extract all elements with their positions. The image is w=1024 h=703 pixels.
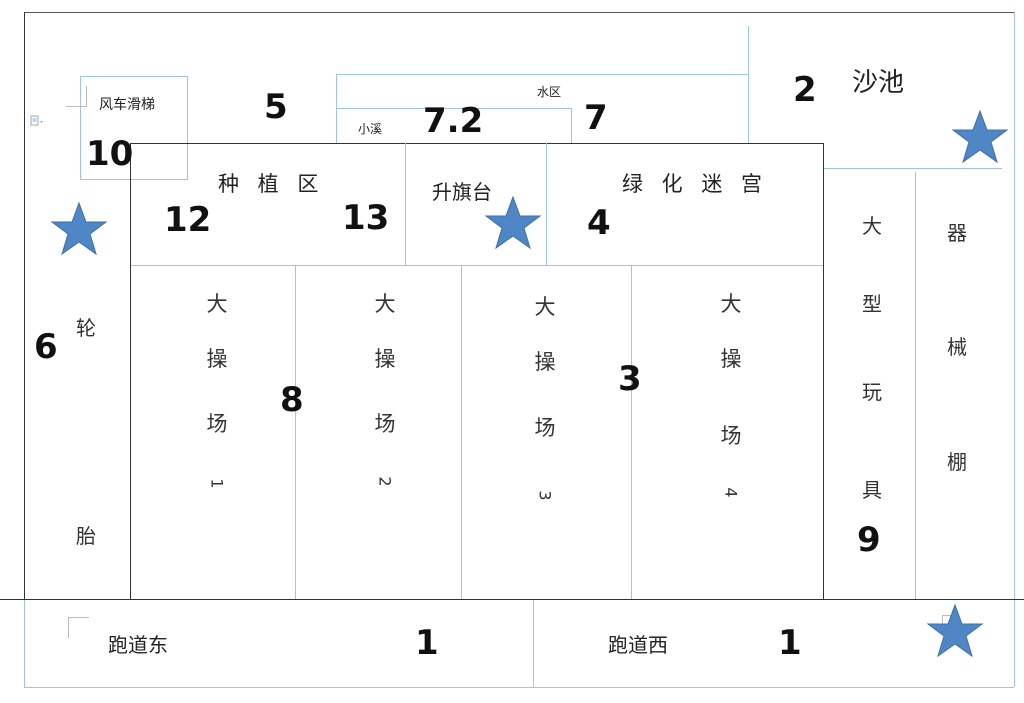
sandpit-label: 沙池 [852,68,905,98]
playground-divider-2 [461,265,462,600]
playground-1-number: 1 [197,470,237,494]
sandpit-left-border [748,26,749,144]
marker-13: 13 [342,198,390,238]
playground-1-char-1: 大 [206,292,228,316]
marker-10: 10 [86,134,134,174]
marker-2: 2 [793,70,817,110]
playground-4-char-3: 场 [720,424,742,448]
marker-12: 12 [164,200,212,240]
corner-mark-track-right [942,615,957,630]
water-area-left [336,74,337,144]
flag-platform-label: 升旗台 [432,180,492,204]
outer-top-border [24,12,1014,13]
playground-1-char-2: 操 [206,347,228,371]
track-top-border [0,599,1024,600]
tire-char-2: 胎 [76,524,96,548]
track-left-border [24,600,25,687]
tire-char-1: 轮 [76,316,96,340]
marker-5: 5 [264,87,288,127]
playground-2-number: 2 [365,468,405,492]
corner-mark-track [68,617,89,638]
playground-2-char-1: 大 [374,292,396,316]
playground-2-char-2: 操 [374,347,396,371]
star-icon [484,195,542,250]
big-toys-char-1: 大 [862,214,882,238]
marker-1-west: 1 [778,623,802,663]
big-toys-char-3: 玩 [862,380,882,404]
water-area-label: 水区 [537,85,562,99]
marker-3: 3 [618,359,642,399]
equipment-shed-char-3: 棚 [947,450,967,474]
playground-2-char-3: 场 [374,412,396,436]
track-divider [533,600,534,687]
document-icon [30,112,44,126]
playground-4-char-1: 大 [720,292,742,316]
green-maze-label: 绿 化 迷 宫 [622,172,769,196]
playground-4-number: 4 [711,479,751,503]
big-toys-char-4: 具 [862,478,882,502]
star-icon [926,603,984,658]
star-icon [50,201,108,256]
stream-right [571,108,572,144]
playground-4-char-2: 操 [720,347,742,371]
water-area-mid [336,108,572,109]
track-bottom-border [24,687,1014,688]
playground-3-char-1: 大 [534,295,556,319]
playground-divider-3 [631,265,632,600]
playground-3-number: 3 [525,482,565,506]
upper-zone-divider [131,265,823,266]
toy-shed-divider [915,172,916,600]
windmill-slide-label: 风车滑梯 [99,97,155,113]
marker-1-east: 1 [415,623,439,663]
stream-label: 小溪 [358,122,383,136]
playground-3-number-text: 3 [535,490,555,501]
marker-6: 6 [34,327,58,367]
sandpit-bottom-border [824,168,1002,169]
corner-mark [66,86,87,107]
playground-divider-1 [295,265,296,600]
planting-flag-divider [405,143,406,265]
track-east-label: 跑道东 [108,633,168,657]
playground-3-char-3: 场 [534,416,556,440]
big-toys-char-2: 型 [862,292,882,316]
flag-maze-divider [546,143,547,265]
track-right-border [1014,600,1015,687]
outer-left-border [24,12,25,600]
marker-4: 4 [587,203,611,243]
marker-7: 7 [584,98,608,138]
track-west-label: 跑道西 [608,633,668,657]
marker-8: 8 [280,380,304,420]
equipment-shed-char-2: 械 [947,335,967,359]
playground-2-number-text: 2 [375,476,395,487]
playground-1-char-3: 场 [206,412,228,436]
windmill-slide-zone [80,76,188,180]
playground-3-char-2: 操 [534,350,556,374]
water-area-top [336,74,748,75]
planting-area-label: 种 植 区 [218,172,325,196]
marker-7-2: 7.2 [423,101,484,141]
star-icon [951,109,1009,164]
playground-4-number-text: 4 [721,487,741,498]
playground-1-number-text: 1 [207,478,227,489]
outer-right-border [1014,12,1015,600]
equipment-shed-char-1: 器 [947,221,967,245]
marker-9: 9 [857,520,881,560]
